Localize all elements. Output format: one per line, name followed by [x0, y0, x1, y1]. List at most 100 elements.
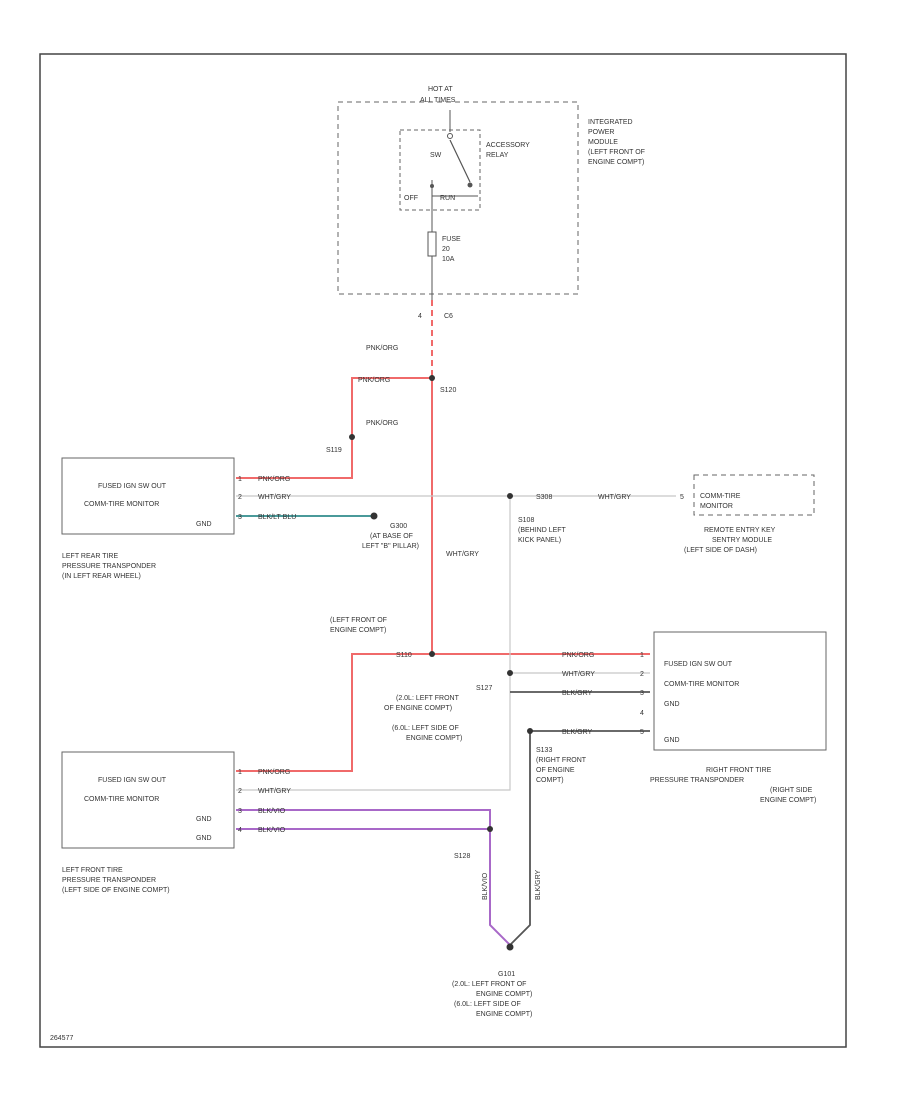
rf-pin-2: 2	[640, 671, 644, 678]
splice-label-s108: S108	[518, 517, 534, 524]
wire-blk-vio-lf-a	[236, 809, 491, 829]
s108-location-1: (BEHIND LEFT	[518, 527, 567, 534]
lf-row-4: GND	[196, 835, 212, 842]
lr-caption-2: PRESSURE TRANSPONDER	[62, 563, 156, 570]
integrated-power-module: HOT AT ALL TIMES INTEGRATED POWER MODULE…	[337, 86, 645, 300]
wire-label-blk-gry-rf-a: BLK/GRY	[562, 690, 593, 697]
diagram-frame	[39, 53, 847, 1048]
rf-pin-5: 5	[640, 729, 644, 736]
ipm-name-line-5: ENGINE COMPT)	[588, 159, 644, 166]
lf-pin-3: 3	[238, 808, 242, 815]
wire-label-blk-vio-g101: BLK/VIO	[482, 872, 489, 900]
ipm-dashed-outline	[337, 101, 579, 295]
ground-label-g300: G300	[390, 523, 407, 530]
rf-pin-1: 1	[640, 652, 644, 659]
splice-label-s308: S308	[536, 494, 552, 501]
relay-run-label: RUN	[440, 195, 455, 202]
ipm-name-line-2: POWER	[588, 129, 614, 136]
relay-label-1: ACCESSORY	[486, 142, 530, 149]
ground-g300	[370, 512, 378, 520]
wire-pnk-org-s119	[351, 377, 432, 437]
lf-module-box	[61, 751, 235, 849]
lr-row-3: GND	[196, 521, 212, 528]
splice-points	[349, 375, 533, 951]
rf-row-4: GND	[664, 737, 680, 744]
s133-location-3: COMPT)	[536, 777, 564, 784]
wire-label-blk-gry-rf-b: BLK/GRY	[562, 729, 593, 736]
wire-label-wht-gry-lr: WHT/GRY	[258, 494, 291, 501]
s108-location-2: KICK PANEL)	[518, 537, 561, 544]
rke-caption-3: (LEFT SIDE OF DASH)	[684, 547, 757, 554]
relay-switch-arm	[449, 139, 471, 183]
ipm-name-line-3: MODULE	[588, 139, 618, 146]
rf-pin-4: 4	[640, 710, 644, 717]
g300-location-2: LEFT "B" PILLAR)	[362, 543, 419, 550]
splice-s133	[527, 728, 533, 734]
rf-caption-1: RIGHT FRONT TIRE	[706, 767, 772, 774]
g101-location-4: ENGINE COMPT)	[476, 1011, 532, 1018]
wire-pnk-org-lr	[236, 437, 353, 479]
rf-row-3: GND	[664, 701, 680, 708]
splice-s127	[507, 670, 513, 676]
splice-s119	[349, 434, 355, 440]
splice-s108	[507, 493, 513, 499]
wire-wht-gry-lf	[236, 673, 511, 791]
s127-location-3: (6.0L: LEFT SIDE OF	[392, 725, 459, 732]
wire-label-pnk-org-2: PNK/ORG	[358, 377, 390, 384]
rf-module-box	[653, 631, 827, 751]
lf-row-1: FUSED IGN SW OUT	[98, 777, 167, 784]
splice-label-s133: S133	[536, 747, 552, 754]
rke-caption-2: SENTRY MODULE	[712, 537, 772, 544]
c6-connector-label: C6	[444, 313, 453, 320]
lr-caption-1: LEFT REAR TIRE	[62, 553, 118, 560]
wires	[236, 300, 676, 946]
wire-label-pnk-org-3: PNK/ORG	[366, 420, 398, 427]
fuse-label-2: 20	[442, 246, 450, 253]
rke-module-box	[693, 474, 815, 516]
wire-label-blk-vio-lf-b: BLK/VIO	[258, 827, 286, 834]
ground-label-g101: G101	[498, 971, 515, 978]
lr-row-1: FUSED IGN SW OUT	[98, 483, 167, 490]
wire-labels: PNK/ORG PNK/ORG PNK/ORG PNK/ORG WHT/GRY …	[258, 345, 631, 1018]
fuse-20-symbol	[427, 231, 437, 257]
left-rear-transponder: FUSED IGN SW OUT COMM-TIRE MONITOR GND 1…	[61, 457, 242, 580]
lr-caption-3: (IN LEFT REAR WHEEL)	[62, 573, 141, 580]
s133-location-1: (RIGHT FRONT	[536, 757, 587, 764]
accessory-relay-outline	[399, 129, 481, 211]
s127-location-1: (2.0L: LEFT FRONT	[396, 695, 460, 702]
left-front-transponder: FUSED IGN SW OUT COMM-TIRE MONITOR GND G…	[61, 751, 242, 894]
lr-pin-3: 3	[238, 514, 242, 521]
wire-pnk-org-lf	[236, 653, 432, 772]
rke-caption-1: REMOTE ENTRY KEY	[704, 527, 776, 534]
s127-location-4: ENGINE COMPT)	[406, 735, 462, 742]
s110-location-1: (LEFT FRONT OF	[330, 617, 387, 624]
lr-row-2: COMM-TIRE MONITOR	[84, 501, 159, 508]
lr-module-box	[61, 457, 235, 535]
relay-label-2: RELAY	[486, 152, 509, 159]
relay-sw-label: SW	[430, 152, 442, 159]
lr-pin-2: 2	[238, 494, 242, 501]
rf-caption-3: (RIGHT SIDE	[770, 787, 813, 794]
wire-label-blk-ltblu-lr: BLK/LT BLU	[258, 514, 296, 521]
right-front-transponder: FUSED IGN SW OUT COMM-TIRE MONITOR GND G…	[640, 631, 827, 804]
splice-label-s127: S127	[476, 685, 492, 692]
splice-s120	[429, 375, 435, 381]
lf-pin-1: 1	[238, 769, 242, 776]
g101-location-1: (2.0L: LEFT FRONT OF	[452, 981, 526, 988]
relay-contact-run	[467, 182, 473, 188]
s127-location-2: OF ENGINE COMPT)	[384, 705, 452, 712]
wire-label-wht-gry-rke: WHT/GRY	[598, 494, 631, 501]
splice-label-s110: S110	[396, 652, 412, 659]
ipm-name-line-4: (LEFT FRONT OF	[588, 149, 645, 156]
g300-location-1: (AT BASE OF	[370, 533, 413, 540]
c6-pin-number: 4	[418, 313, 422, 320]
diagram-id: 264577	[50, 1035, 73, 1042]
lf-caption-2: PRESSURE TRANSPONDER	[62, 877, 156, 884]
fuse-label-3: 10A	[442, 256, 455, 263]
wire-label-blk-vio-lf-a: BLK/VIO	[258, 808, 286, 815]
rke-row-1: COMM-TIRE	[700, 493, 741, 500]
splice-label-s128: S128	[454, 853, 470, 860]
ipm-name-line-1: INTEGRATED	[588, 119, 633, 126]
lf-caption-3: (LEFT SIDE OF ENGINE COMPT)	[62, 887, 170, 894]
